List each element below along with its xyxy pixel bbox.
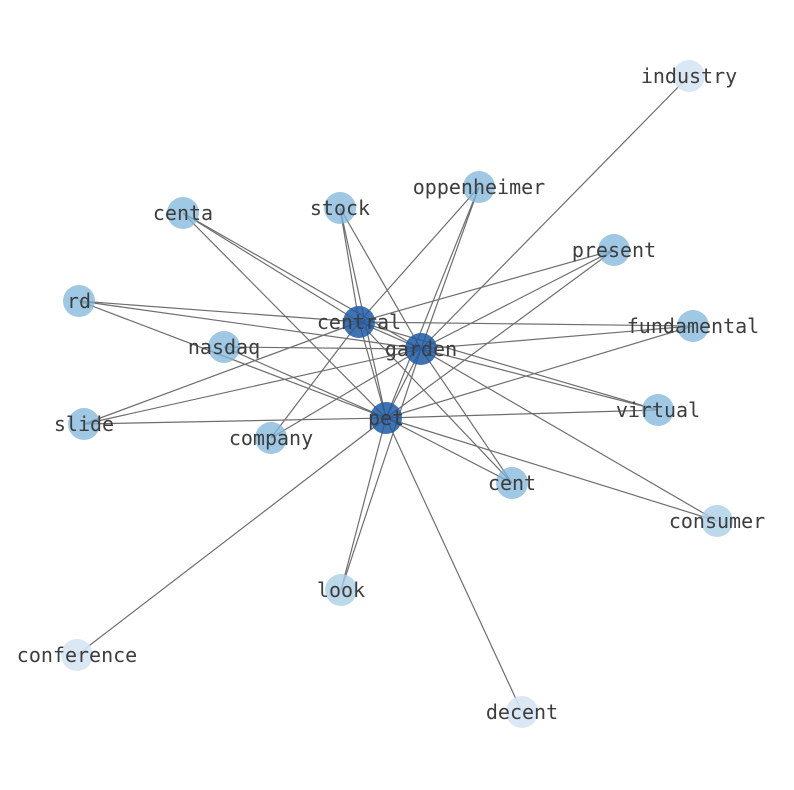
node-industry[interactable] xyxy=(673,60,705,92)
edge-centa-garden xyxy=(182,212,422,350)
edge-nasdaq-garden xyxy=(223,346,422,350)
node-pet[interactable] xyxy=(370,402,402,434)
edge-slide-garden xyxy=(83,348,422,425)
node-garden[interactable] xyxy=(405,333,437,365)
node-company[interactable] xyxy=(255,422,287,454)
edge-centa-pet xyxy=(182,212,387,419)
node-label-company: company xyxy=(229,426,313,450)
edge-garden-cent xyxy=(420,348,513,484)
node-label-decent: decent xyxy=(486,700,558,724)
node-rd[interactable] xyxy=(63,285,95,317)
edge-garden-fundamental xyxy=(420,325,694,350)
edge-present-central xyxy=(358,249,615,323)
edge-stock-central xyxy=(339,207,360,323)
node-label-industry: industry xyxy=(641,64,737,88)
node-slide[interactable] xyxy=(68,408,100,440)
edge-present-garden xyxy=(420,249,615,350)
edge-garden-look xyxy=(340,348,422,591)
edge-nasdaq-pet xyxy=(223,346,387,419)
node-label-consumer: consumer xyxy=(669,509,765,533)
edge-pet-virtual xyxy=(385,409,659,419)
node-label-slide: slide xyxy=(54,412,114,436)
edge-garden-industry xyxy=(420,75,690,350)
node-decent[interactable] xyxy=(506,696,538,728)
edge-central-virtual xyxy=(358,321,659,411)
node-consumer[interactable] xyxy=(701,505,733,537)
edge-slide-pet xyxy=(83,417,387,425)
node-label-nasdaq: nasdaq xyxy=(188,335,260,359)
edge-slide-central xyxy=(83,321,360,425)
edge-pet-look xyxy=(340,417,387,591)
node-fundamental[interactable] xyxy=(677,310,709,342)
node-oppenheimer[interactable] xyxy=(463,171,495,203)
node-layer xyxy=(61,60,733,728)
edge-central-pet xyxy=(358,321,387,419)
edge-rd-central xyxy=(78,300,360,323)
node-label-look: look xyxy=(317,578,365,602)
node-centa[interactable] xyxy=(167,197,199,229)
node-label-centa: centa xyxy=(153,201,213,225)
edge-central-fundamental xyxy=(358,321,694,327)
edge-pet-consumer xyxy=(385,417,718,522)
node-look[interactable] xyxy=(325,574,357,606)
edge-pet-fundamental xyxy=(385,325,694,419)
node-cent[interactable] xyxy=(496,467,528,499)
node-central[interactable] xyxy=(343,306,375,338)
node-label-cent: cent xyxy=(488,471,536,495)
node-label-oppenheimer: oppenheimer xyxy=(413,175,545,199)
edge-company-central xyxy=(270,321,360,439)
node-label-central: central xyxy=(317,310,401,334)
edge-pet-conference xyxy=(76,417,387,656)
node-stock[interactable] xyxy=(324,192,356,224)
node-label-garden: garden xyxy=(385,337,457,361)
edge-pet-cent xyxy=(385,417,513,484)
node-virtual[interactable] xyxy=(642,394,674,426)
node-label-pet: pet xyxy=(368,406,404,430)
edge-central-oppenheimer xyxy=(358,186,480,323)
node-present[interactable] xyxy=(598,234,630,266)
edge-pet-decent xyxy=(385,417,523,713)
edge-company-garden xyxy=(270,348,422,439)
edge-layer xyxy=(76,75,718,713)
node-label-conference: conference xyxy=(17,643,137,667)
label-layer: industry oppenheimer stock centa present rd ce… xyxy=(17,64,765,724)
node-label-rd: rd xyxy=(67,289,91,313)
edge-garden-consumer xyxy=(420,348,718,522)
node-label-fundamental: fundamental xyxy=(627,314,759,338)
edge-centa-central xyxy=(182,212,360,323)
edge-garden-oppenheimer xyxy=(420,186,480,350)
edge-garden-virtual xyxy=(420,348,659,411)
edge-stock-garden xyxy=(339,207,422,350)
node-label-present: present xyxy=(572,238,656,262)
node-nasdaq[interactable] xyxy=(208,331,240,363)
edge-central-cent xyxy=(358,321,513,484)
node-label-stock: stock xyxy=(310,196,370,220)
node-conference[interactable] xyxy=(61,639,93,671)
node-label-virtual: virtual xyxy=(616,398,700,422)
edge-pet-oppenheimer xyxy=(385,186,480,419)
